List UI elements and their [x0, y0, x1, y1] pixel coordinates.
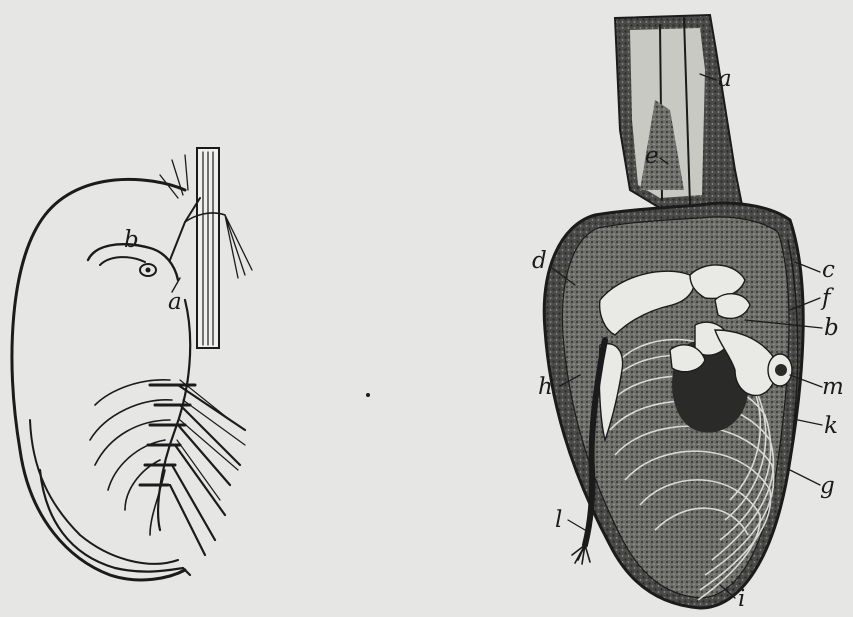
- right-label-c: c: [822, 257, 835, 283]
- left-cirri: [90, 380, 245, 555]
- left-figure: [12, 148, 252, 580]
- left-stalk: [197, 148, 219, 348]
- right-label-l: l: [555, 507, 562, 533]
- right-label-d: d: [532, 248, 547, 274]
- left-label-b: b: [124, 227, 139, 253]
- right-label-e: e: [645, 143, 659, 169]
- left-label-a: a: [168, 289, 182, 315]
- right-label-a: a: [718, 66, 732, 92]
- right-label-g: g: [820, 473, 835, 499]
- right-label-b: b: [824, 315, 839, 341]
- right-label-k: k: [824, 413, 838, 439]
- right-label-m: m: [822, 374, 844, 400]
- right-label-h: h: [538, 374, 553, 400]
- right-label-i: i: [738, 586, 745, 612]
- right-figure: [544, 15, 803, 608]
- stray-mark: [366, 393, 370, 397]
- right-label-f: f: [820, 285, 834, 311]
